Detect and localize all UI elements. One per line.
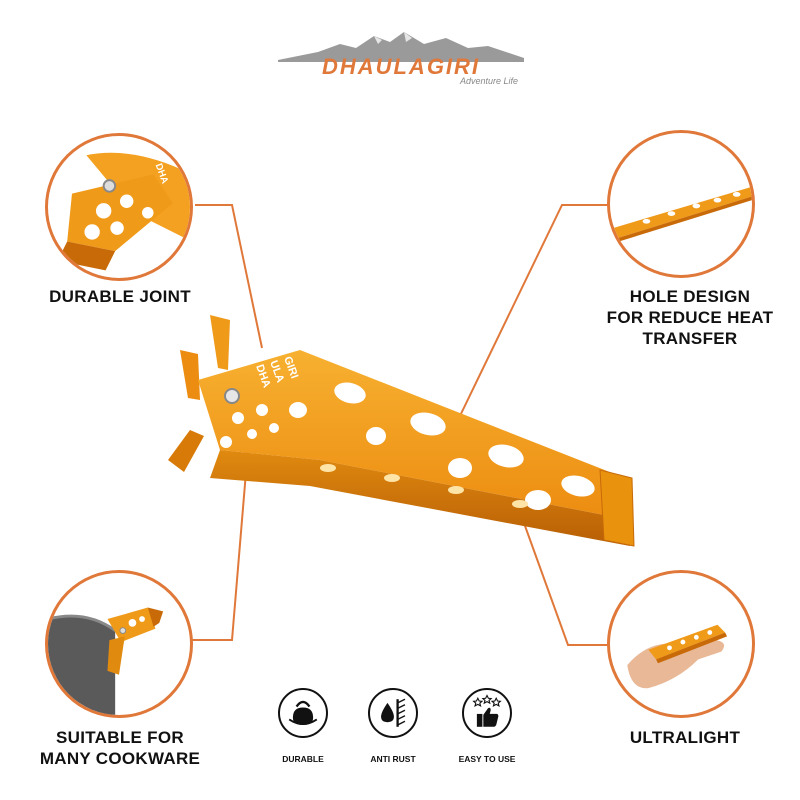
anti-rust-badge: [368, 688, 418, 738]
pot-gripper-product: DHA ULA GIRI: [168, 315, 635, 547]
mountain-logo-icon: [278, 32, 524, 62]
feature-label-ultralight: ULTRALIGHT: [629, 728, 741, 747]
feature-label-cookware: SUITABLE FOR MANY COOKWARE: [39, 728, 201, 768]
cookware-image: [48, 607, 164, 715]
feature-label-durable-joint: DURABLE JOINT: [49, 287, 191, 306]
brand-tagline: Adventure Life: [459, 76, 518, 86]
badge-label-durable: DURABLE: [282, 754, 324, 764]
kettlebell-icon: [288, 700, 318, 725]
feature-label-hole-design: HOLE DESIGN FOR REDUCE HEAT TRANSFER: [606, 287, 774, 348]
badge-label-easy-to-use: EASY TO USE: [458, 754, 516, 764]
hand-holding-image: [627, 624, 728, 689]
brand-name: DHAULAGIRI: [321, 54, 481, 79]
brand-logo: DHAULAGIRI Adventure Life: [278, 30, 524, 90]
durable-badge: [278, 688, 328, 738]
water-drop-wall-icon: [381, 698, 406, 727]
ultralight-circle: [607, 570, 755, 718]
cookware-circle: [45, 570, 193, 718]
rivet-icon: [224, 388, 240, 404]
thumbs-up-stars-icon: [472, 694, 502, 727]
joint-closeup-image: DHA: [57, 152, 190, 271]
badge-label-anti-rust: ANTI RUST: [370, 754, 416, 764]
durable-joint-circle: DHA: [45, 133, 193, 281]
hole-design-circle: [607, 130, 755, 278]
hole-closeup-image: [610, 186, 752, 245]
easy-to-use-badge: [462, 688, 512, 738]
